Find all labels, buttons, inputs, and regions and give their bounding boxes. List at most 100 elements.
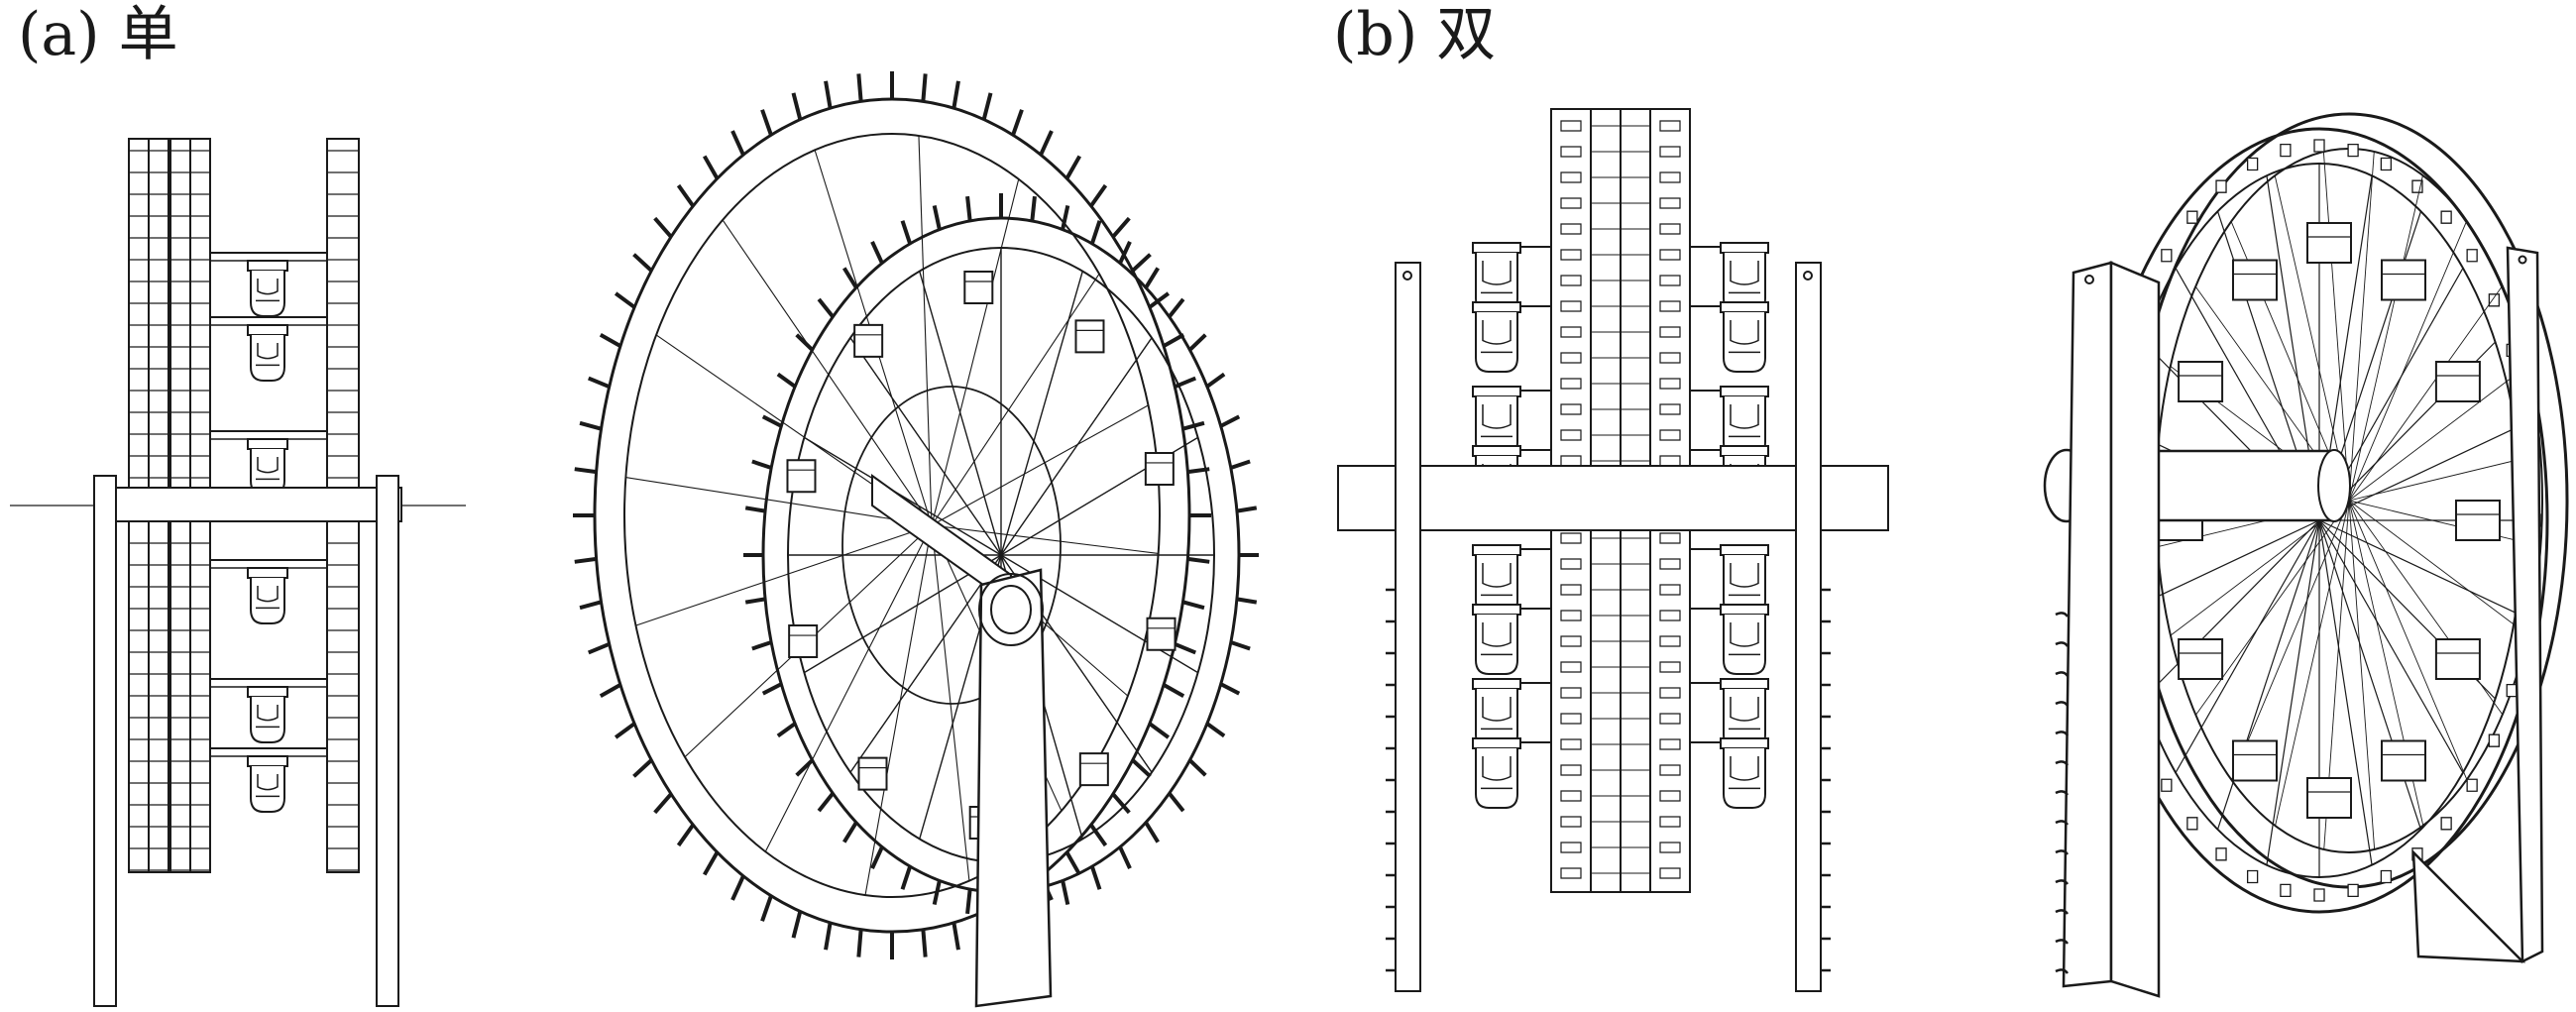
gondola-window bbox=[1731, 622, 1758, 646]
rim-cog bbox=[923, 73, 925, 101]
rim-block bbox=[1660, 379, 1680, 389]
rim-block bbox=[1561, 327, 1581, 337]
gondola-iso bbox=[1075, 320, 1103, 352]
rim-cog bbox=[935, 880, 940, 904]
spoke bbox=[2349, 175, 2422, 501]
rim-cog bbox=[858, 73, 860, 101]
rim-cog bbox=[616, 724, 634, 737]
tower-right-base bbox=[2413, 852, 2522, 961]
rim-cog bbox=[1231, 642, 1250, 648]
gondola-window bbox=[258, 586, 278, 602]
hub-ring bbox=[842, 387, 1061, 704]
rim-cog bbox=[1091, 825, 1106, 845]
spoke bbox=[865, 525, 932, 895]
gondola-roof bbox=[248, 439, 287, 449]
spoke bbox=[2349, 501, 2540, 546]
spoke bbox=[2349, 501, 2527, 635]
rim-block bbox=[1561, 739, 1581, 749]
spoke bbox=[2349, 152, 2374, 501]
gondola-roof bbox=[248, 687, 287, 697]
rim-cog bbox=[1092, 221, 1100, 244]
spoke bbox=[2349, 501, 2467, 779]
rim-block bbox=[1561, 379, 1581, 389]
gondola-window bbox=[258, 457, 278, 473]
gondola-roof bbox=[248, 568, 287, 578]
tower-rung bbox=[2056, 910, 2068, 914]
spoke bbox=[2267, 520, 2319, 865]
rim-block bbox=[1660, 224, 1680, 234]
rim-block bbox=[2216, 180, 2226, 192]
rim-block bbox=[1561, 662, 1581, 672]
rim-cog bbox=[826, 923, 831, 950]
support-leg-left bbox=[94, 476, 116, 1006]
tower-rung bbox=[2056, 969, 2068, 973]
gondola-roof bbox=[1473, 243, 1520, 253]
gondola-roof bbox=[1721, 605, 1768, 615]
rim-cog bbox=[655, 218, 671, 237]
gondola-roof bbox=[1473, 545, 1520, 555]
rim-block bbox=[1561, 868, 1581, 878]
spoke bbox=[2349, 366, 2527, 501]
rim-block bbox=[1660, 353, 1680, 363]
spoke bbox=[2218, 520, 2320, 830]
tower-left-back bbox=[2064, 263, 2111, 986]
spoke bbox=[2231, 501, 2349, 780]
gondola-roof bbox=[1473, 446, 1520, 456]
rim-cog bbox=[1146, 823, 1158, 843]
rim-block bbox=[1561, 172, 1581, 182]
rim-cog bbox=[1182, 602, 1204, 608]
rim-block bbox=[2348, 145, 2358, 157]
rim-cog bbox=[1150, 293, 1169, 307]
rim-block bbox=[2489, 734, 2499, 746]
rim-cog bbox=[732, 131, 743, 155]
rim-cog bbox=[1091, 185, 1106, 206]
rim-block bbox=[1660, 662, 1680, 672]
rim-cog bbox=[633, 255, 651, 271]
tower-rung bbox=[2056, 613, 2068, 617]
support-tower bbox=[976, 570, 1051, 1006]
gondola-body bbox=[1476, 748, 1517, 808]
rim-block bbox=[1561, 611, 1581, 620]
single-ring-isometric-view bbox=[573, 71, 1259, 1006]
rim-cog bbox=[745, 507, 765, 510]
rim-block bbox=[1660, 250, 1680, 260]
rim-block bbox=[2381, 159, 2391, 170]
spoke bbox=[765, 525, 932, 851]
tower-rung bbox=[2056, 672, 2068, 676]
gondola-roof bbox=[1721, 679, 1768, 689]
rim-block bbox=[2467, 250, 2477, 262]
rim-cog bbox=[580, 602, 602, 608]
gondola-window bbox=[1731, 756, 1758, 780]
rim-cog bbox=[819, 299, 833, 317]
spoke bbox=[2176, 520, 2319, 773]
rim-block bbox=[1561, 817, 1581, 827]
gondola-roof bbox=[1721, 446, 1768, 456]
tower-rung bbox=[2056, 940, 2068, 944]
rim-block bbox=[1660, 456, 1680, 466]
rim-cog bbox=[705, 852, 718, 875]
rim-cog bbox=[633, 760, 651, 776]
gondola-window bbox=[258, 705, 278, 721]
gondola-roof bbox=[1473, 605, 1520, 615]
spoke bbox=[635, 525, 932, 625]
rim-cog bbox=[616, 293, 634, 307]
panel-b-label: (b) 双 bbox=[1333, 0, 1497, 69]
spoke bbox=[2349, 221, 2467, 501]
gondola-b-left-7 bbox=[1473, 738, 1520, 808]
gondola-b-left-1 bbox=[1473, 302, 1520, 372]
double-ring-isometric-view bbox=[2045, 114, 2567, 996]
spoke bbox=[932, 525, 1159, 553]
rim-block bbox=[2507, 685, 2517, 697]
gondola-window bbox=[1483, 622, 1511, 646]
rim-block bbox=[1660, 301, 1680, 311]
gondola-roof bbox=[1721, 545, 1768, 555]
rim-block bbox=[1561, 636, 1581, 646]
rim-block bbox=[1561, 688, 1581, 698]
support-leg-right bbox=[1796, 263, 1821, 991]
rim-cog bbox=[953, 81, 958, 108]
rim-block bbox=[1660, 559, 1680, 569]
spoke bbox=[2143, 520, 2319, 699]
rim-block bbox=[1660, 198, 1680, 208]
gondola-body bbox=[1724, 615, 1765, 674]
rim-cog bbox=[679, 825, 694, 845]
